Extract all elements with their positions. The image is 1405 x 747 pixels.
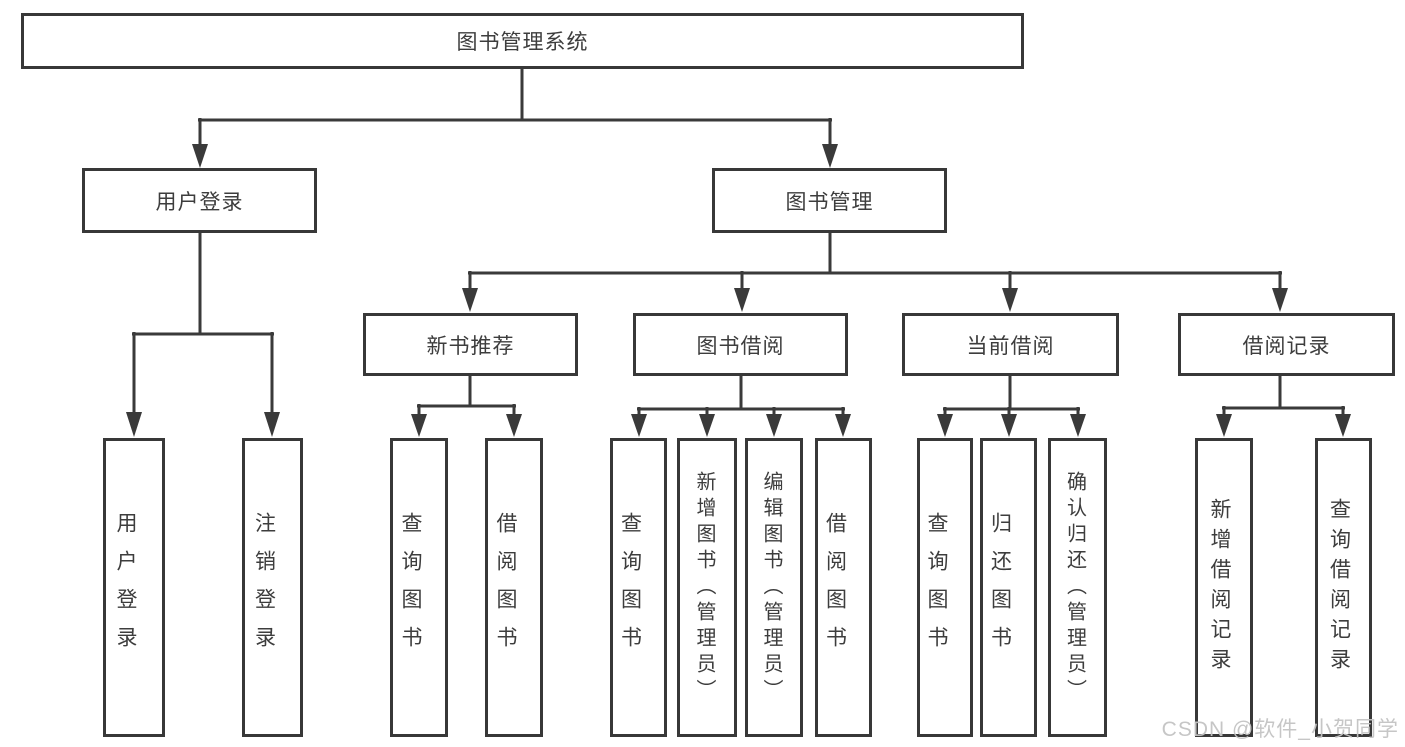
leaf-add-books-admin: 新增图书（管理员） — [677, 438, 737, 737]
csdn-watermark: CSDN @软件_小贺同学 — [1161, 718, 1399, 741]
node-book-borrow: 图书借阅 — [633, 313, 848, 376]
node-label: 归还图书 — [988, 511, 1012, 664]
node-label: 借阅记录 — [1242, 334, 1331, 358]
node-current-borrow: 当前借阅 — [902, 313, 1119, 376]
leaf-add-borrow-record: 新增借阅记录 — [1195, 438, 1253, 737]
node-label: 借阅图书 — [494, 511, 517, 664]
node-label: 确认归还（管理员） — [1063, 470, 1086, 705]
node-label: 图书管理系统 — [456, 31, 589, 54]
node-label: 新增图书（管理员） — [693, 470, 715, 705]
leaf-query-books-current: 查询图书 — [917, 438, 973, 737]
node-label: 当前借阅 — [966, 334, 1055, 358]
node-label: 查询借阅记录 — [1327, 497, 1351, 678]
node-label: 新书推荐 — [426, 334, 515, 358]
node-label: 用户登录 — [114, 511, 137, 664]
node-library-management-system: 图书管理系统 — [21, 13, 1024, 69]
node-label: 查询图书 — [399, 511, 422, 664]
node-label: 图书借阅 — [696, 334, 785, 358]
node-label: 注销登录 — [252, 511, 276, 664]
node-label: 查询图书 — [925, 511, 948, 664]
node-label: 新增借阅记录 — [1208, 497, 1231, 678]
leaf-borrow-books-recommend: 借阅图书 — [485, 438, 543, 737]
leaf-query-books-borrow: 查询图书 — [610, 438, 667, 737]
node-new-book-recommend: 新书推荐 — [363, 313, 578, 376]
leaf-user-login: 用户登录 — [103, 438, 165, 737]
leaf-borrow-books: 借阅图书 — [815, 438, 872, 737]
leaf-edit-books-admin: 编辑图书（管理员） — [745, 438, 803, 737]
node-label: 编辑图书（管理员） — [760, 470, 782, 705]
node-borrow-records: 借阅记录 — [1178, 313, 1395, 376]
node-label: 图书管理 — [785, 190, 874, 214]
leaf-return-books: 归还图书 — [980, 438, 1037, 737]
leaf-confirm-return-admin: 确认归还（管理员） — [1048, 438, 1107, 737]
node-user-login: 用户登录 — [82, 168, 317, 233]
leaf-query-books-recommend: 查询图书 — [390, 438, 448, 737]
node-label: 查询图书 — [618, 511, 642, 664]
node-book-management: 图书管理 — [712, 168, 947, 233]
node-label: 用户登录 — [155, 190, 244, 214]
node-label: 借阅图书 — [823, 511, 847, 664]
leaf-logout: 注销登录 — [242, 438, 303, 737]
leaf-query-borrow-record: 查询借阅记录 — [1315, 438, 1372, 737]
